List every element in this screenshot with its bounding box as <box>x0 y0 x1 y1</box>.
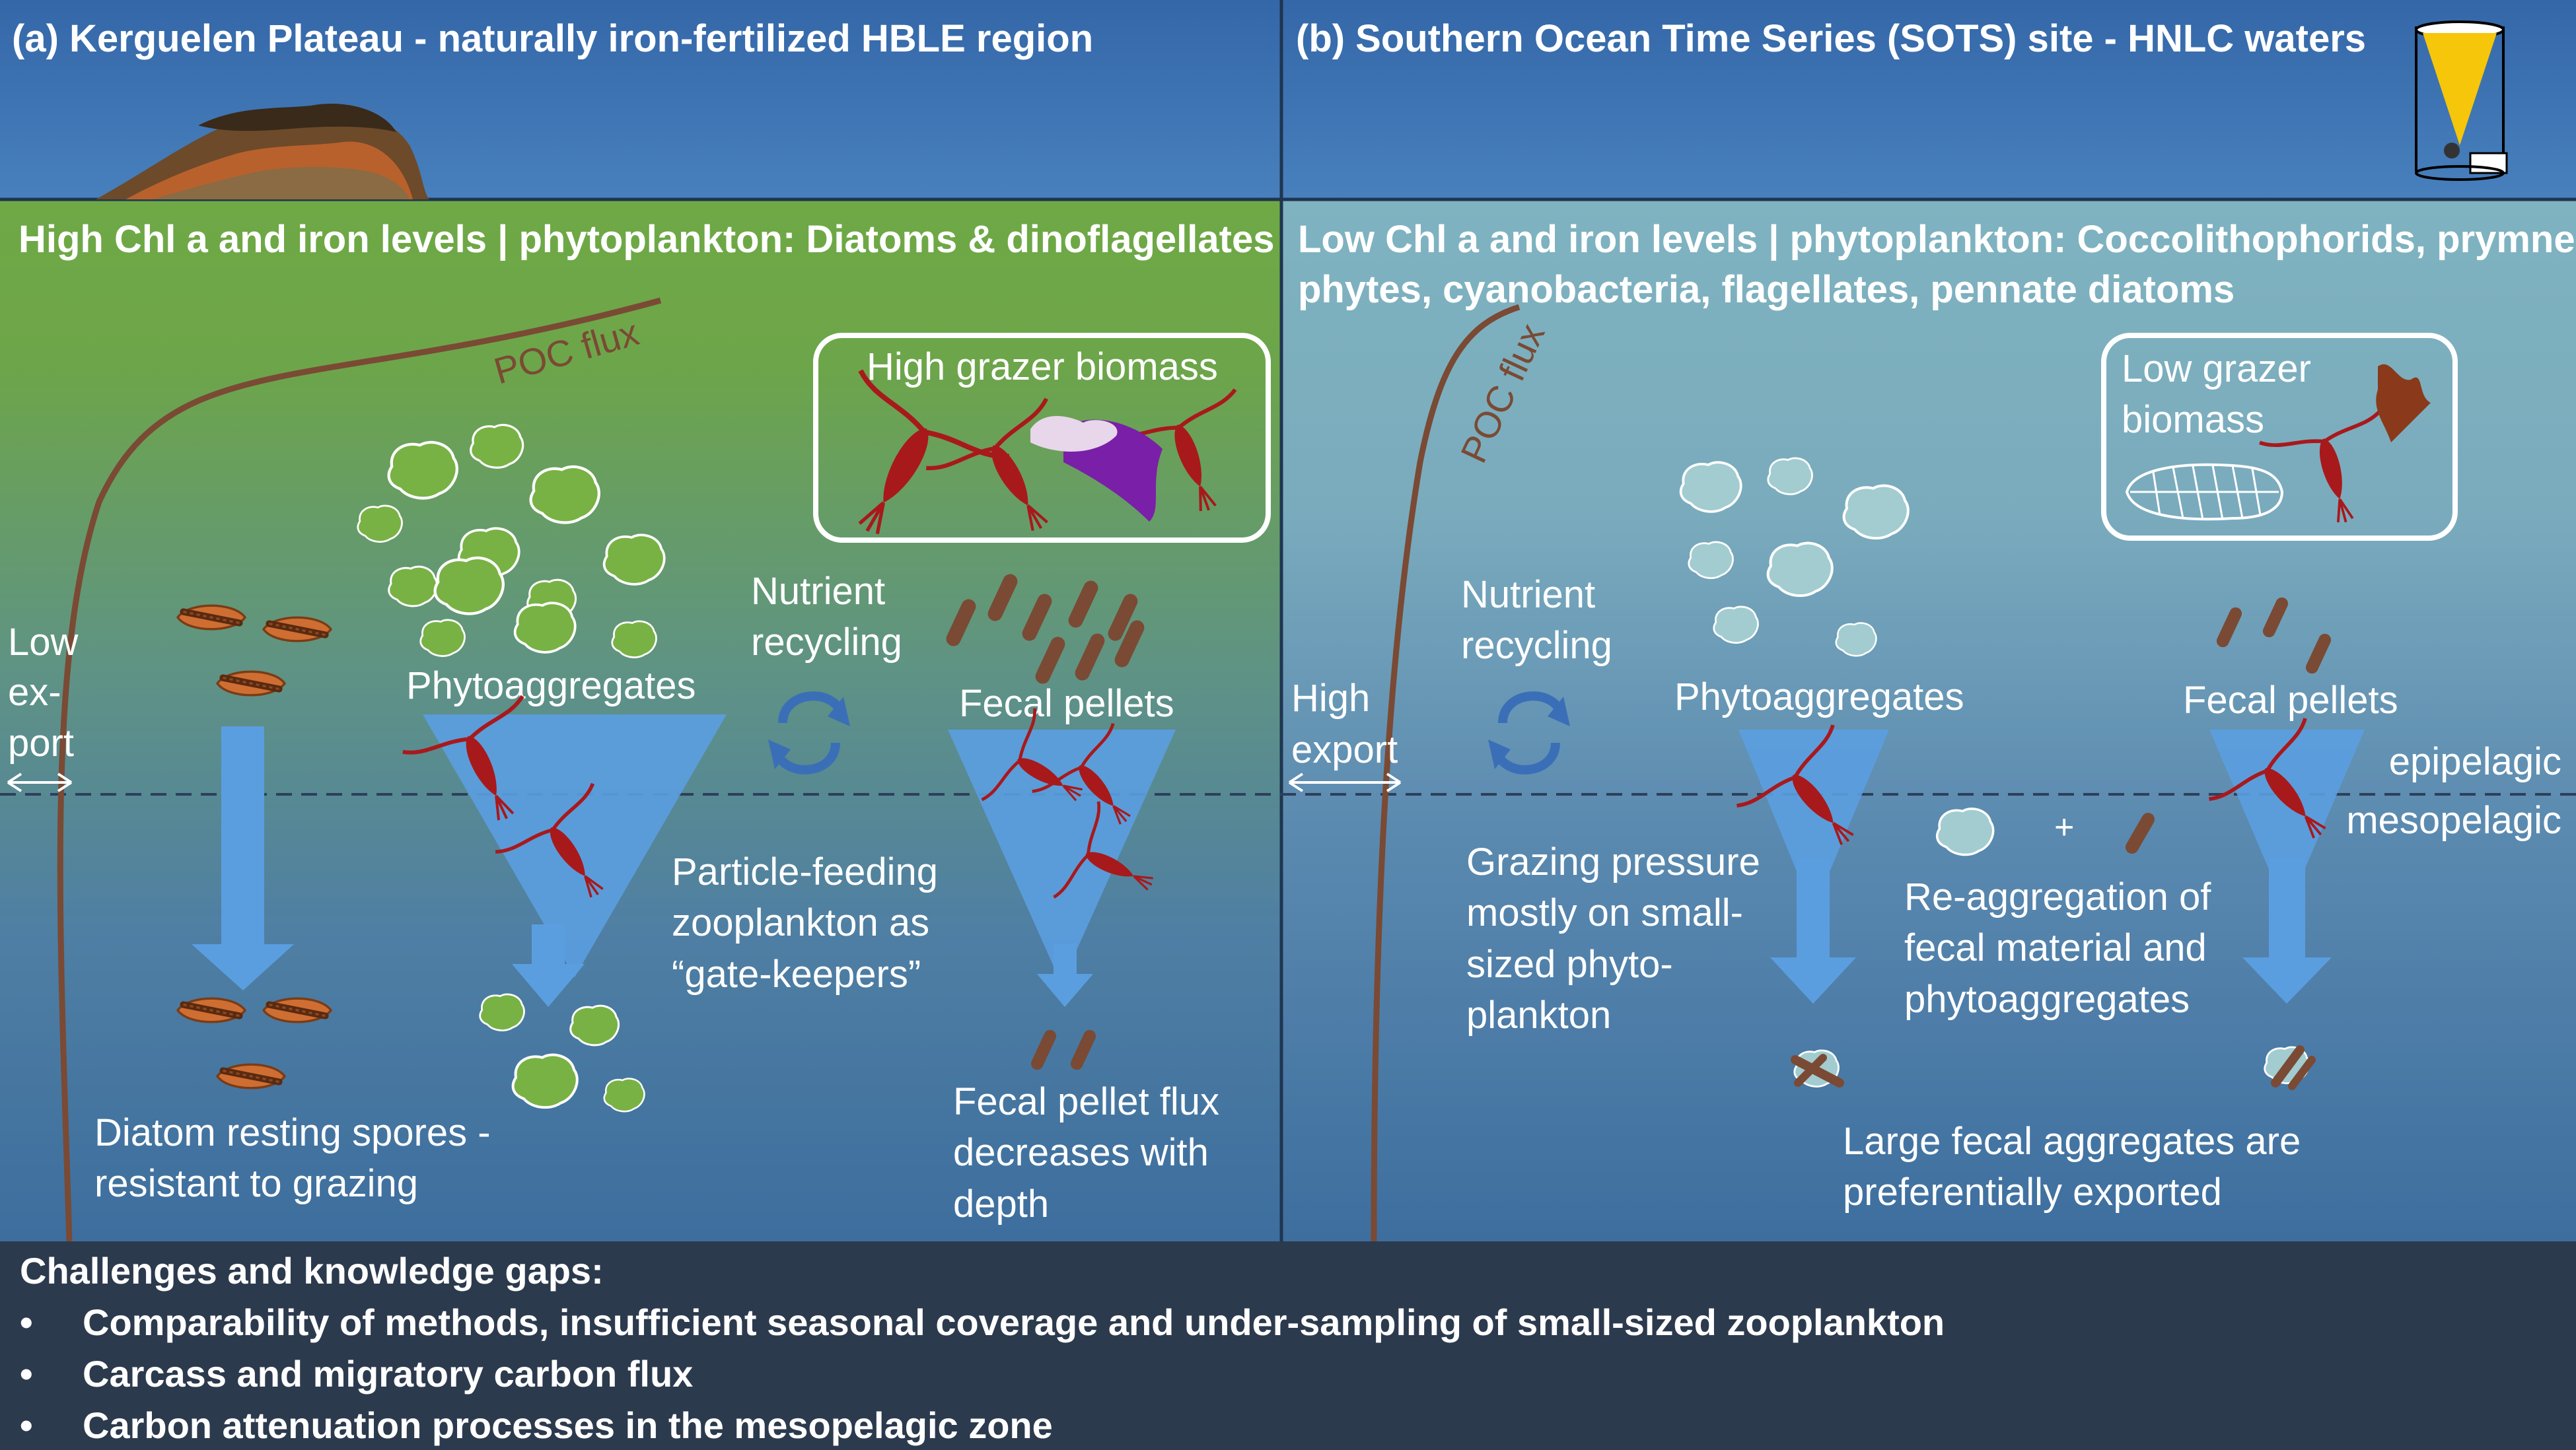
high-grazer-label: High grazer biomass <box>867 345 1218 388</box>
fecal-aggregate-deep-b2 <box>2264 1045 2316 1090</box>
knowledge-gap-item-1: • Comparability of methods, insufficient … <box>20 1301 1945 1344</box>
phyto-funnel-a <box>423 714 727 977</box>
phyto-export-arrow-b <box>1770 858 1856 1004</box>
gatekeepers-line1: Particle-feeding <box>672 850 938 893</box>
low-export-line3: port <box>8 722 74 765</box>
panel-b-title: (b) Southern Ocean Time Series (SOTS) si… <box>1296 17 2366 60</box>
grazing-line4: plankton <box>1466 994 1611 1037</box>
low-grazer-line1: Low grazer <box>2122 347 2311 390</box>
knowledge-gap-text: Carcass and migratory carbon flux <box>83 1353 694 1395</box>
fecal-flux-line2: decreases with <box>953 1131 1209 1174</box>
fecal-flux-line1: Fecal pellet flux <box>953 1080 1219 1123</box>
fecal-pellets-label-b: Fecal pellets <box>2183 679 2398 722</box>
reagg-line3: phytoaggregates <box>1904 978 2190 1021</box>
fecal-pellets-label-a: Fecal pellets <box>959 682 1174 725</box>
low-export-line1: Low <box>8 621 79 664</box>
bullet: • <box>20 1404 33 1446</box>
knowledge-gap-item-2: • Carcass and migratory carbon flux <box>20 1352 693 1395</box>
high-export-line1: High <box>1291 677 1370 720</box>
fecal-export-arrow-a <box>1037 944 1093 1007</box>
phytoaggregates-label-b: Phytoaggregates <box>1674 675 1964 718</box>
sediment-trap-icon <box>2415 20 2508 181</box>
panel-a-conditions: High Chl a and iron levels | phytoplankt… <box>18 218 1274 261</box>
grazing-line3: sized phyto- <box>1466 943 1673 986</box>
high-grazer-box <box>813 333 1271 543</box>
phyto-export-arrow-a <box>512 924 585 1007</box>
sky-band-b <box>1281 0 2576 199</box>
grazer-icons-b <box>2125 364 2431 539</box>
fecal-flux-line3: depth <box>953 1183 1049 1226</box>
knowledge-gaps-panel: Challenges and knowledge gaps: • Comparab… <box>0 1241 2576 1450</box>
mesopelagic-label: mesopelagic <box>2346 799 2561 842</box>
fecal-export-arrow-b <box>2242 858 2332 1004</box>
bullet: • <box>20 1301 33 1343</box>
knowledge-gaps-title: Challenges and knowledge gaps: <box>20 1250 604 1292</box>
reagg-phyto-icon <box>1935 808 1995 856</box>
reagg-plus: + <box>2054 808 2074 846</box>
grazing-line1: Grazing pressure <box>1466 841 1760 883</box>
fecal-funnel-a <box>948 730 1176 984</box>
reagg-line2: fecal material and <box>1904 926 2207 969</box>
panel-a-title: (a) Kerguelen Plateau - naturally iron-f… <box>12 17 1093 60</box>
large-agg-line2: preferentially exported <box>1843 1171 2222 1214</box>
nutrient-recycling-b-line2: recycling <box>1461 624 1612 667</box>
poc-flux-curve-b <box>1371 304 1521 1242</box>
recycling-arrows-icon-b <box>1488 691 1570 775</box>
grazing-line2: mostly on small- <box>1466 891 1743 934</box>
water-panel-b <box>1281 199 2576 1241</box>
knowledge-gap-text: Comparability of methods, insufficient s… <box>83 1301 1945 1343</box>
epipelagic-label: epipelagic <box>2389 740 2561 783</box>
spores-label-line2: resistant to grazing <box>94 1162 418 1205</box>
low-export-double-arrow <box>7 773 73 792</box>
phyto-funnel-b <box>1738 730 1889 911</box>
bullet: • <box>20 1353 33 1395</box>
gatekeepers-line3: “gate-keepers” <box>672 953 921 996</box>
high-export-double-arrow <box>1288 773 1402 792</box>
low-grazer-line2: biomass <box>2122 398 2264 441</box>
large-agg-line1: Large fecal aggregates are <box>1843 1120 2301 1163</box>
gatekeepers-line2: zooplankton as <box>672 901 929 944</box>
fecal-aggregate-deep-b1 <box>1791 1049 1844 1088</box>
low-export-line2: ex- <box>8 671 61 714</box>
low-grazer-box <box>2101 333 2458 541</box>
knowledge-gap-item-3: • Carbon attenuation processes in the mes… <box>20 1404 1053 1447</box>
phytoaggregates-label-a: Phytoaggregates <box>406 664 696 707</box>
poc-flux-curve-a <box>57 297 662 1242</box>
high-export-line2: export <box>1291 728 1398 771</box>
kerguelen-island-icon <box>96 103 429 199</box>
panel-b-conditions-line2: phytes, cyanobacteria, flagellates, penn… <box>1298 268 2235 311</box>
spores-label-line1: Diatom resting spores - <box>94 1111 491 1154</box>
nutrient-recycling-a-line1: Nutrient <box>751 570 885 613</box>
fecal-funnel-b <box>2209 730 2365 911</box>
grazer-copepods-a <box>793 370 1271 574</box>
reagg-line1: Re-aggregation of <box>1904 876 2211 918</box>
nutrient-recycling-b-line1: Nutrient <box>1461 573 1595 616</box>
recycling-arrows-icon <box>768 691 850 775</box>
spore-export-arrow <box>192 726 294 990</box>
panel-b-conditions-line1: Low Chl a and iron levels | phytoplankto… <box>1298 218 2576 261</box>
salp-icon <box>2125 463 2284 521</box>
knowledge-gap-text: Carbon attenuation processes in the meso… <box>83 1404 1053 1446</box>
nutrient-recycling-a-line2: recycling <box>751 621 902 664</box>
